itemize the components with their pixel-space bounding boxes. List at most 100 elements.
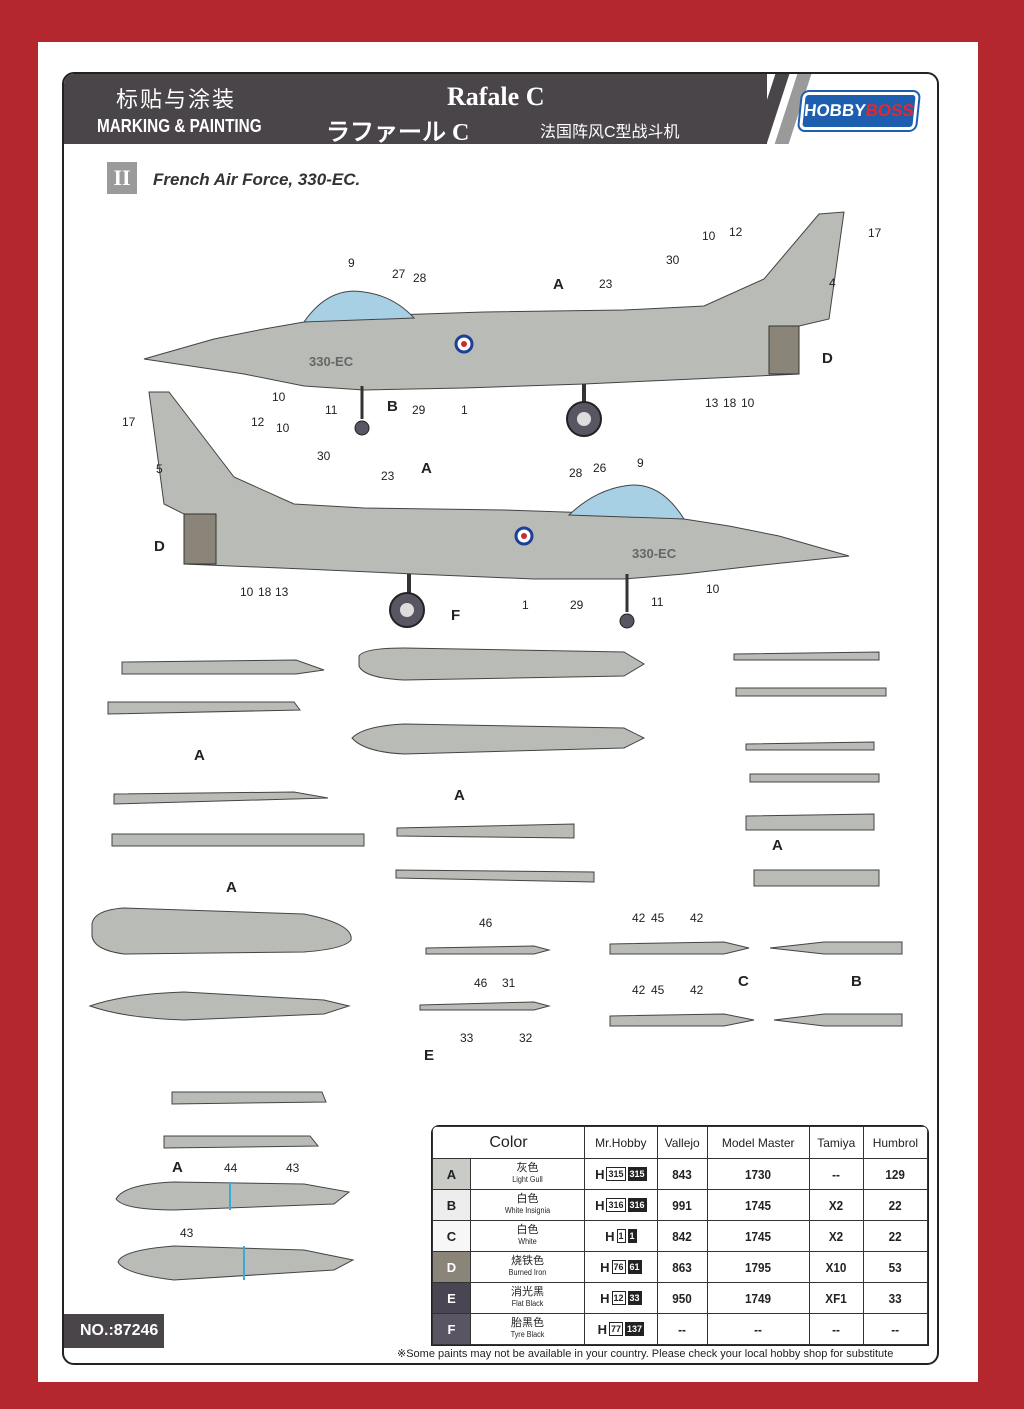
humbrol-code: 53 bbox=[866, 1251, 925, 1283]
callout-label: 23 bbox=[381, 469, 395, 483]
header-humbrol: Humbrol bbox=[862, 1126, 928, 1159]
color-name-cn: 灰色 bbox=[516, 1162, 539, 1174]
modelmaster-code: 1745 bbox=[711, 1189, 805, 1221]
aircraft-drawings: 330-EC 330-EC 9 27 28 A 23 bbox=[88, 211, 903, 1281]
header-title-cn: 标贴与涂装 bbox=[116, 87, 237, 112]
top-aircraft-callouts: 9 27 28 A 23 30 10 12 17 4 D 10 11 B 29 … bbox=[272, 225, 882, 417]
callout-label: A bbox=[172, 1159, 183, 1176]
mrhobby-prefix: H bbox=[600, 1259, 610, 1275]
callout-label: 10 bbox=[741, 396, 755, 410]
color-name-en: White Insignia bbox=[504, 1206, 551, 1215]
callout-label: 42 bbox=[690, 911, 704, 925]
vallejo-code: 843 bbox=[659, 1158, 706, 1190]
callout-label: 43 bbox=[286, 1161, 300, 1175]
callout-label: 10 bbox=[706, 582, 720, 596]
callout-label: 5 bbox=[156, 462, 163, 476]
callout-label: 28 bbox=[569, 466, 583, 480]
callout-label: 42 bbox=[632, 911, 646, 925]
callout-label: 28 bbox=[413, 271, 427, 285]
tamiya-code: X2 bbox=[811, 1189, 862, 1221]
header-title-en: MARKING & PAINTING bbox=[97, 116, 262, 136]
tamiya-code: XF1 bbox=[811, 1282, 862, 1314]
mrhobby-prefix: H bbox=[597, 1321, 607, 1337]
callout-label: E bbox=[424, 1047, 434, 1064]
callout-label: 10 bbox=[272, 390, 286, 404]
header-bar: 标贴与涂装 MARKING & PAINTING Rafale C ラファール … bbox=[64, 74, 937, 146]
color-name-cn: 白色 bbox=[516, 1224, 539, 1236]
callout-label: 30 bbox=[317, 449, 331, 463]
mrhobby-code-a: 315 bbox=[606, 1167, 626, 1181]
color-name-cn: 烧铁色 bbox=[511, 1255, 544, 1267]
tamiya-code: -- bbox=[811, 1313, 862, 1345]
header-modelmaster: Model Master bbox=[706, 1126, 810, 1159]
vallejo-code: -- bbox=[659, 1313, 706, 1345]
mrhobby-prefix: H bbox=[605, 1228, 615, 1244]
color-name-en: Burned Iron bbox=[508, 1268, 547, 1277]
header-mrhobby: Mr.Hobby bbox=[584, 1126, 658, 1159]
callout-label: 46 bbox=[474, 976, 488, 990]
aircraft-left-profile: 330-EC bbox=[143, 211, 845, 437]
callout-label: 11 bbox=[325, 403, 338, 417]
callout-label: 46 bbox=[479, 916, 493, 930]
callout-label: B bbox=[387, 398, 398, 415]
mrhobby-prefix: H bbox=[600, 1290, 610, 1306]
humbrol-code: 22 bbox=[866, 1189, 925, 1221]
callout-label: 42 bbox=[690, 983, 704, 997]
color-name-cn: 消光黑 bbox=[511, 1286, 544, 1298]
callout-label: 1 bbox=[461, 403, 468, 417]
mrhobby-code-b: 33 bbox=[627, 1291, 642, 1305]
kit-number: NO.:87246 bbox=[64, 1314, 164, 1348]
callout-label: 42 bbox=[632, 983, 646, 997]
callout-label: 4 bbox=[829, 276, 836, 290]
callout-label: 17 bbox=[868, 226, 882, 240]
header-tamiya: Tamiya bbox=[808, 1126, 864, 1159]
callout-label: 30 bbox=[666, 253, 680, 267]
swatch-key: C bbox=[432, 1220, 471, 1252]
scheme-title: French Air Force, 330-EC. bbox=[153, 170, 361, 189]
modelmaster-code: -- bbox=[711, 1313, 805, 1345]
callout-label: 45 bbox=[651, 911, 665, 925]
color-name-en: White bbox=[518, 1237, 537, 1246]
callout-label: 10 bbox=[240, 585, 254, 599]
callout-label: 26 bbox=[593, 461, 607, 475]
side-marking-text-2: 330-EC bbox=[632, 546, 677, 561]
callout-label: 18 bbox=[258, 585, 272, 599]
marking-painting-panel: 标贴与涂装 MARKING & PAINTING Rafale C ラファール … bbox=[62, 72, 939, 1365]
model-name-cn: 法国阵风C型战斗机 bbox=[540, 124, 680, 141]
tamiya-code: X2 bbox=[811, 1220, 862, 1252]
callout-label: 13 bbox=[705, 396, 719, 410]
callout-label: A bbox=[194, 747, 205, 764]
callout-label: 10 bbox=[702, 229, 716, 243]
aircraft-right-profile: 330-EC bbox=[148, 391, 850, 629]
model-name-jp: ラファール C bbox=[326, 120, 470, 146]
table-header-row: Color Mr.Hobby Vallejo Model Master Tami… bbox=[432, 1126, 928, 1159]
mrhobby-code-a: 76 bbox=[611, 1260, 626, 1274]
callout-label: 29 bbox=[412, 403, 426, 417]
tamiya-code: X10 bbox=[811, 1251, 862, 1283]
callout-label: 27 bbox=[392, 267, 406, 281]
callout-label: 43 bbox=[180, 1226, 194, 1240]
callout-label: 13 bbox=[275, 585, 289, 599]
callout-label: 9 bbox=[637, 456, 644, 470]
header-vallejo: Vallejo bbox=[656, 1126, 708, 1159]
swatch-key: E bbox=[432, 1282, 471, 1314]
color-name-cn: 胎黑色 bbox=[511, 1317, 544, 1329]
humbrol-code: 22 bbox=[866, 1220, 925, 1252]
vallejo-code: 842 bbox=[659, 1220, 706, 1252]
callout-label: 23 bbox=[599, 277, 613, 291]
callout-label: D bbox=[822, 350, 833, 367]
swatch-key: A bbox=[432, 1158, 471, 1190]
swatch-key: D bbox=[432, 1251, 471, 1283]
callout-label: 10 bbox=[276, 421, 290, 435]
callout-label: F bbox=[451, 607, 460, 624]
